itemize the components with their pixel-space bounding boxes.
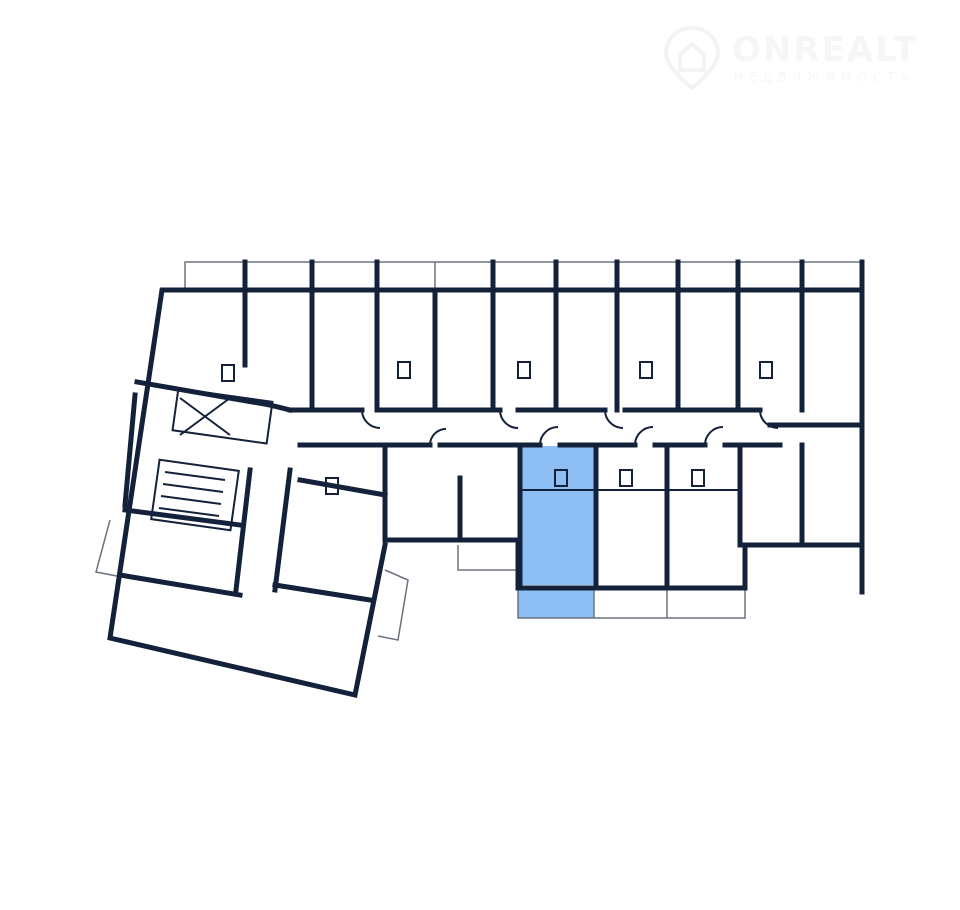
highlighted-unit-balcony[interactable] <box>518 590 594 618</box>
watermark-logo: ONREALT НЕДВИЖИМОСТЬ <box>660 24 950 94</box>
interior-details <box>150 361 779 532</box>
house-pin-icon <box>664 26 720 90</box>
watermark-subtitle: НЕДВИЖИМОСТЬ <box>734 70 915 84</box>
highlighted-unit-room[interactable] <box>522 446 594 585</box>
walls <box>107 259 865 699</box>
watermark-title: ONREALT <box>732 30 919 70</box>
